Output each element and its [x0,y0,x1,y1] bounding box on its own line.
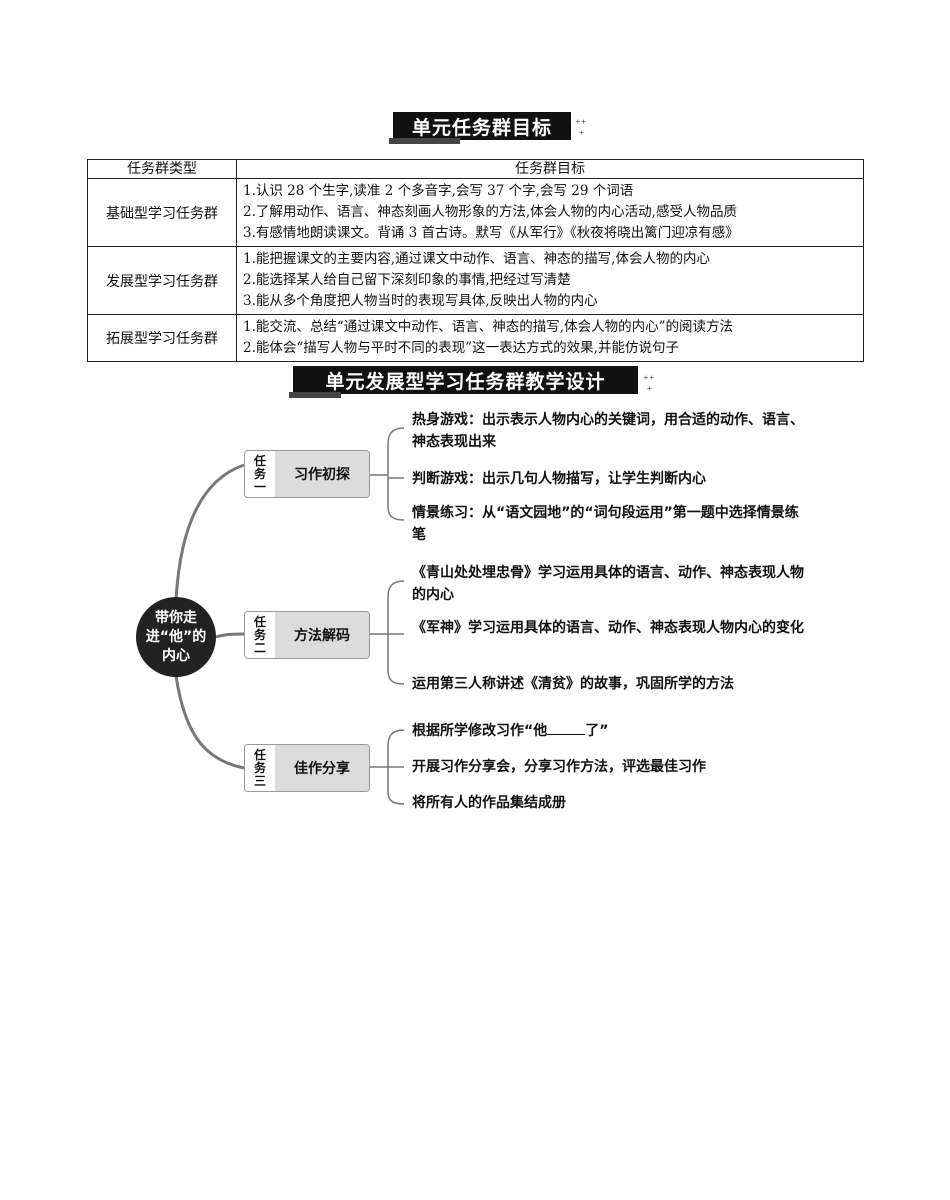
goal-line: 3.有感情地朗读课文。背诵 3 首古诗。默写《从军行》《秋夜将晓出篱门迎凉有感》 [243,225,739,241]
goals-table: 任务群类型 任务群目标 基础型学习任务群 1.认识 28 个生字,读准 2 个多… [87,159,864,362]
tag-char: 务 [253,627,266,642]
goal-line: 2.了解用动作、语言、神态刻画人物形象的方法,体会人物的内心活动,感受人物品质 [243,204,737,220]
task-item: 运用第三人称讲述《清贫》的故事，巩固所学的方法 [412,676,734,692]
goal-line: 1.认识 28 个生字,读准 2 个多音字,会写 37 个字,会写 29 个词语 [243,183,634,199]
row-goals: 1.能把握课文的主要内容,通过课文中动作、语言、神态的描写,体会人物的内心 2.… [236,246,864,315]
sparkle-icon: ⁺⁺ ⁺ [575,117,587,141]
goal-line: 1.能交流、总结“通过课文中动作、语言、神态的描写,体会人物的内心”的阅读方法 [243,319,733,335]
goal-line: 3.能从多个角度把人物当时的表现写具体,反映出人物的内心 [243,293,598,309]
tag-char: 三 [253,773,266,788]
goal-line: 2.能选择某人给自己留下深刻印象的事情,把经过写清楚 [243,272,571,288]
row-goals: 1.能交流、总结“通过课文中动作、语言、神态的描写,体会人物的内心”的阅读方法 … [236,314,864,362]
task-item: 判断游戏：出示几句人物描写，让学生判断内心 [412,471,706,487]
center-text: 带你走进“他”的内心 [145,609,207,664]
tag-char: 二 [253,640,266,655]
goal-line: 1.能把握课文的主要内容,通过课文中动作、语言、神态的描写,体会人物的内心 [243,251,710,267]
tag-char: 一 [253,479,266,494]
task-item: 开展习作分享会，分享习作方法，评选最佳习作 [412,759,706,775]
task-name: 习作初探 [275,451,369,497]
task-item: 情景练习：从“语文园地”的“词句段运用”第一题中选择情景练笔 [412,505,799,543]
task-item: 根据所学修改习作“他 了” [412,720,812,742]
task-box-2: 任 务 二 方法解码 [244,611,370,659]
section-title-unit-goals: 单元任务群目标 [389,112,571,144]
sparkle-icon: ⁺⁺ ⁺ [643,373,655,397]
row-type: 发展型学习任务群 [87,246,237,315]
task-box-1: 任 务 一 习作初探 [244,450,370,498]
tag-char: 务 [253,760,266,775]
task-item: 热身游戏：出示表示人物内心的关键词，用合适的动作、语言、神态表现出来 [412,412,804,450]
task-tag: 任 务 三 [245,745,275,791]
branch-line [215,632,245,639]
task-name: 方法解码 [275,612,369,658]
task-box-3: 任 务 三 佳作分享 [244,744,370,792]
task-item: 《军神》学习运用具体的语言、动作、神态表现人物内心的变化 [412,620,804,636]
banner-shadow [389,138,461,144]
section-title-text: 单元任务群目标 [411,116,552,139]
bracket-line [387,729,405,805]
task-item-pre: 根据所学修改习作“他 [412,723,548,739]
row-type: 基础型学习任务群 [87,178,237,247]
task-item-post: 了” [585,723,609,739]
branch-line [174,463,245,601]
banner-shadow [289,392,341,398]
fill-blank [547,720,586,735]
task-tag: 任 务 二 [245,612,275,658]
table-row: 发展型学习任务群 1.能把握课文的主要内容,通过课文中动作、语言、神态的描写,体… [87,246,864,315]
task-tag: 任 务 一 [245,451,275,497]
bracket-line [387,427,405,521]
task-name: 佳作分享 [275,745,369,791]
tag-char: 务 [253,466,266,481]
section-title-text: 单元发展型学习任务群教学设计 [325,370,606,393]
table-row: 拓展型学习任务群 1.能交流、总结“通过课文中动作、语言、神态的描写,体会人物的… [87,314,864,362]
tag-char: 任 [253,747,266,762]
task-item: 将所有人的作品集结成册 [412,795,566,811]
section-title-teaching-design: 单元发展型学习任务群教学设计 [289,366,638,398]
table-row: 基础型学习任务群 1.认识 28 个生字,读准 2 个多音字,会写 37 个字,… [87,178,864,247]
mindmap-center-node: 带你走进“他”的内心 [136,597,216,677]
row-type: 拓展型学习任务群 [87,314,237,362]
tag-char: 任 [253,453,266,468]
goal-line: 2.能体会“描写人物与平时不同的表现”这一表达方式的效果,并能仿说句子 [243,340,679,356]
task-item: 《青山处处埋忠骨》学习运用具体的语言、动作、神态表现人物的内心 [412,565,804,603]
bracket-line [387,580,405,685]
branch-line [174,675,245,770]
tag-char: 任 [253,614,266,629]
